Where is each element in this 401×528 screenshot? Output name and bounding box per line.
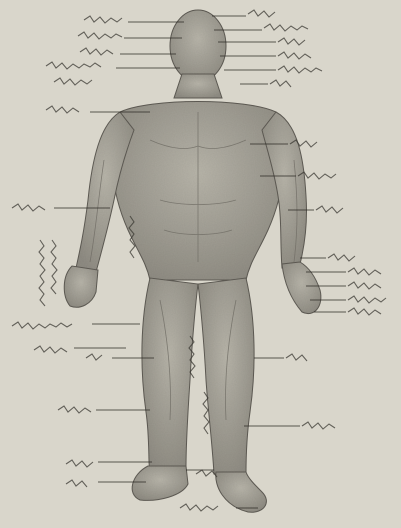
neck — [174, 74, 222, 98]
head — [170, 10, 226, 82]
